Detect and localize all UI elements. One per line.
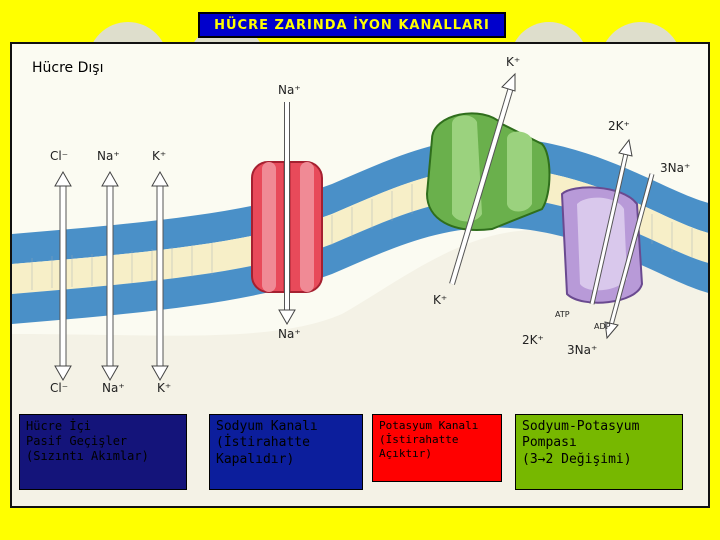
leak-label-k-top: K⁺	[152, 149, 166, 163]
slide-title-box: HÜCRE ZARINDA İYON KANALLARI	[198, 12, 506, 38]
leak-label-k-bottom: K⁺	[157, 381, 171, 395]
adp-label: ADP	[594, 322, 611, 331]
slide-title: HÜCRE ZARINDA İYON KANALLARI	[214, 17, 490, 33]
potassium-label-bottom: K⁺	[433, 293, 447, 307]
sodium-label-bottom: Na⁺	[278, 327, 301, 341]
caption-passive-leak: Hücre İçi Pasif Geçişler (Sızıntı Akımla…	[19, 414, 187, 490]
caption-potassium-channel: Potasyum Kanalı (İstirahatte Açıktır)	[372, 414, 502, 482]
pump-label-2k-bottom: 2K⁺	[522, 333, 544, 347]
sodium-arrow	[278, 102, 296, 326]
membrane-figure-panel: Cl⁻ Na⁺ K⁺ Cl⁻ Na⁺ K⁺ Na⁺ Na⁺ K⁺ K⁺ 2K⁺ …	[10, 42, 710, 508]
pump-label-3na-top: 3Na⁺	[660, 161, 690, 175]
sodium-potassium-pump	[560, 186, 644, 304]
caption-sodium-channel: Sodyum Kanalı (İstirahatte Kapalıdır)	[209, 414, 363, 490]
leak-label-na-bottom: Na⁺	[102, 381, 125, 395]
pump-arrows	[589, 138, 655, 340]
leak-label-cl-bottom: Cl⁻	[50, 381, 68, 395]
leak-arrows	[60, 184, 163, 369]
membrane-inner-layer	[12, 197, 708, 324]
atp-label: ATP	[555, 310, 570, 319]
outside-label: Hücre Dışı	[32, 60, 104, 76]
pump-label-2k-top: 2K⁺	[608, 119, 630, 133]
leak-label-cl-top: Cl⁻	[50, 149, 68, 163]
leak-label-na-top: Na⁺	[97, 149, 120, 163]
pump-label-3na-bottom: 3Na⁺	[567, 343, 597, 357]
caption-sodium-potassium-pump: Sodyum-Potasyum Pompası (3→2 Değişimi)	[515, 414, 683, 490]
potassium-label-top: K⁺	[506, 55, 520, 69]
potassium-arrow	[449, 72, 516, 285]
sodium-label-top: Na⁺	[278, 83, 301, 97]
